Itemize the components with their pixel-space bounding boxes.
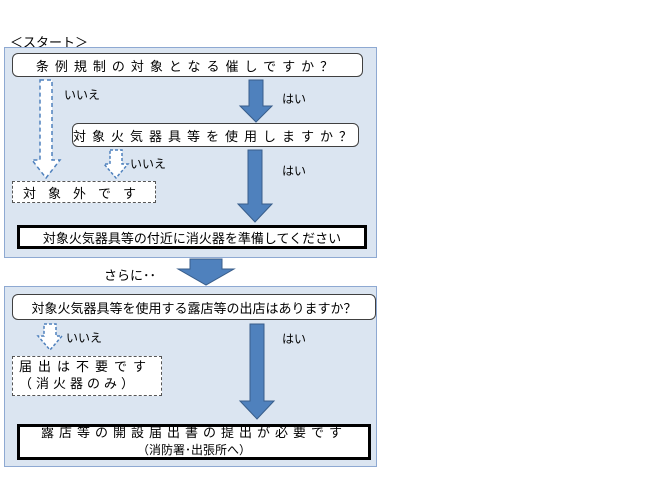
yes-arrow-q1 [238, 79, 274, 123]
notice-required-box: 露店等の開設届出書の提出が必要です （消防署･出張所へ） [17, 424, 371, 460]
no-label-q1: いいえ [64, 88, 101, 102]
question-2-box: 対象火気器具等を使用しますか？ [72, 123, 359, 147]
yes-arrow-q3 [238, 323, 276, 420]
transition-label: さらに･･ [104, 269, 157, 284]
yes-label-q2: はい [282, 164, 307, 178]
panel-section-1 [4, 47, 377, 258]
question-3-box: 対象火気器具等を使用する露店等の出店はありますか？ [12, 294, 376, 320]
prepare-extinguisher-box: 対象火気器具等の付近に消火器を準備してください [17, 225, 367, 249]
transition-arrow [176, 258, 236, 286]
no-notice-line-2: （消火器のみ） [19, 377, 139, 392]
notice-line-1: 露店等の開設届出書の提出が必要です [40, 426, 347, 441]
no-arrow-q1 [30, 79, 62, 180]
no-arrow-q3 [36, 323, 64, 352]
exempt-box: 対象外です [12, 181, 156, 203]
no-notice-box: 届出は不要です （消火器のみ） [12, 356, 162, 396]
no-arrow-q2 [102, 149, 130, 180]
notice-line-2: （消防署･出張所へ） [136, 443, 251, 457]
yes-label-q1: はい [282, 92, 307, 106]
no-label-q2: いいえ [130, 157, 167, 171]
no-label-q3: いいえ [66, 331, 103, 345]
yes-label-q3: はい [282, 332, 307, 346]
prepare-text: 対象火気器具等の付近に消火器を準備してください [42, 231, 342, 247]
yes-arrow-q2 [236, 149, 274, 223]
no-notice-line-1: 届出は不要です [19, 360, 153, 375]
question-1-box: 条例規制の対象となる催しですか？ [12, 53, 363, 77]
